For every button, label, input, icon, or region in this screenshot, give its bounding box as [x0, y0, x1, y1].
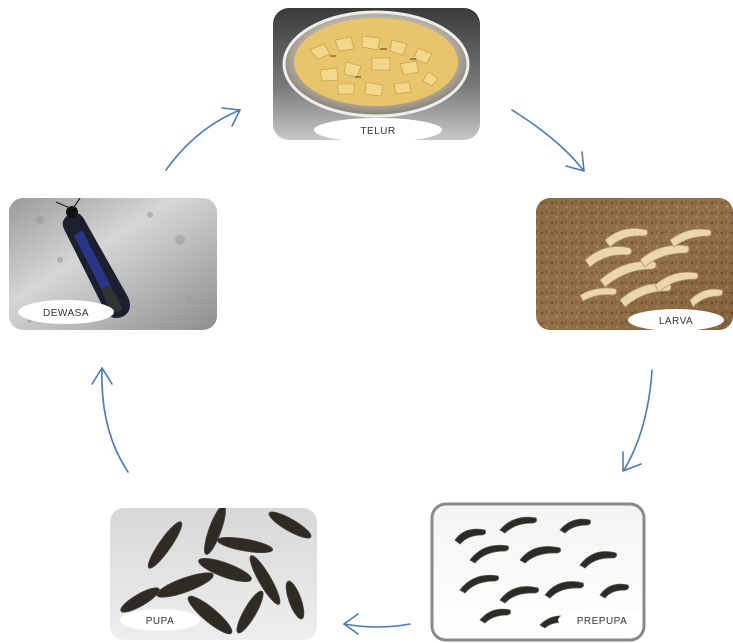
- stage-prepupa: PREPUPA: [430, 502, 646, 642]
- arrow-pupa-to-dewasa: [91, 367, 129, 473]
- arrow-telur-to-larva: [511, 109, 585, 172]
- arrow-larva-to-prepupa: [622, 369, 653, 472]
- stage-label-dewasa: DEWASA: [43, 308, 89, 319]
- stage-label-telur: TELUR: [360, 126, 395, 137]
- larva-photo: [536, 198, 733, 330]
- arrow-dewasa-to-telur: [165, 107, 241, 171]
- stage-telur: TELUR: [273, 8, 480, 140]
- stage-label-larva: LARVA: [659, 316, 693, 327]
- prepupa-frame: [430, 502, 646, 642]
- stage-label-prepupa: PREPUPA: [577, 616, 628, 627]
- stage-pupa: PUPA: [110, 508, 317, 640]
- cycle-arrows: [91, 107, 653, 635]
- adult-fly: [55, 198, 130, 318]
- dewasa-photo: [9, 198, 217, 330]
- prepupa-photo: [432, 504, 644, 640]
- telur-photo: [273, 8, 480, 140]
- stage-label-pupa: PUPA: [146, 616, 175, 627]
- arrow-prepupa-to-pupa: [343, 613, 411, 635]
- stage-larva: LARVA: [536, 198, 733, 330]
- stage-dewasa: DEWASA: [9, 198, 217, 330]
- pupa-photo: [110, 508, 317, 640]
